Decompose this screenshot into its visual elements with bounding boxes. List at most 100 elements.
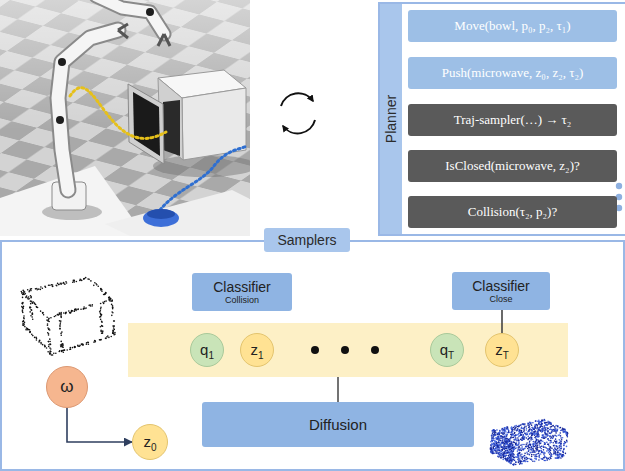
cloud-point bbox=[498, 433, 500, 435]
cloud-point bbox=[544, 452, 546, 454]
cloud-point bbox=[518, 440, 520, 442]
cloud-point bbox=[42, 312, 44, 314]
cloud-point bbox=[520, 434, 522, 436]
cloud-point bbox=[527, 461, 529, 463]
cloud-point bbox=[555, 425, 557, 427]
cloud-point bbox=[107, 335, 109, 337]
cloud-point bbox=[536, 439, 538, 441]
cloud-point bbox=[492, 452, 494, 454]
cloud-point bbox=[522, 458, 524, 460]
cloud-point bbox=[504, 439, 506, 441]
cloud-point bbox=[506, 458, 508, 460]
cloud-point bbox=[541, 437, 543, 439]
cloud-point bbox=[517, 458, 519, 460]
cloud-point bbox=[538, 435, 540, 437]
cloud-point bbox=[517, 452, 519, 454]
cloud-point bbox=[519, 432, 521, 434]
cloud-point bbox=[495, 444, 497, 446]
cloud-point bbox=[29, 331, 31, 333]
cloud-point bbox=[551, 448, 553, 450]
cloud-point bbox=[66, 282, 68, 284]
cloud-point bbox=[566, 441, 568, 443]
cloud-point bbox=[505, 450, 507, 452]
cloud-point bbox=[498, 440, 500, 442]
cloud-point bbox=[564, 429, 566, 431]
cloud-point bbox=[48, 333, 50, 335]
cloud-point bbox=[510, 463, 512, 465]
connector bbox=[501, 310, 503, 333]
cloud-point bbox=[71, 310, 73, 312]
cloud-point bbox=[532, 430, 534, 432]
cloud-point bbox=[506, 452, 508, 454]
cloud-point bbox=[512, 433, 514, 435]
cloud-point bbox=[90, 280, 92, 282]
planner-panel: PlannerMove(bowl, p₀, p₂, τ₁)Push(microw… bbox=[378, 2, 625, 236]
cloud-point bbox=[546, 457, 548, 459]
cloud-point bbox=[521, 430, 523, 432]
cloud-point bbox=[523, 460, 525, 462]
cloud-point bbox=[25, 297, 27, 299]
cloud-point bbox=[112, 306, 114, 308]
cloud-point bbox=[510, 444, 512, 446]
cloud-point bbox=[518, 447, 520, 449]
cloud-point bbox=[513, 456, 515, 458]
cloud-point bbox=[503, 443, 505, 445]
cloud-point bbox=[21, 303, 23, 305]
cloud-point bbox=[562, 456, 564, 458]
cloud-point bbox=[75, 308, 77, 310]
cloud-point bbox=[537, 436, 539, 438]
cloud-point bbox=[541, 451, 543, 453]
cloud-point bbox=[515, 456, 517, 458]
cloud-point bbox=[541, 419, 543, 421]
cloud-point bbox=[542, 445, 544, 447]
cloud-point bbox=[540, 440, 542, 442]
cloud-point bbox=[545, 443, 547, 445]
cloud-point bbox=[65, 312, 67, 314]
cloud-point bbox=[499, 450, 501, 452]
cloud-point bbox=[48, 318, 50, 320]
cloud-point bbox=[494, 440, 496, 442]
cloud-point bbox=[538, 450, 540, 452]
cloud-point bbox=[100, 307, 102, 309]
cloud-point bbox=[493, 443, 495, 445]
cloud-point bbox=[30, 315, 32, 317]
cloud-point bbox=[49, 353, 51, 355]
cloud-point bbox=[110, 298, 112, 300]
cloud-point bbox=[525, 434, 527, 436]
cloud-point bbox=[538, 450, 540, 452]
cloud-point bbox=[23, 294, 25, 296]
cloud-point bbox=[29, 331, 31, 333]
cloud-point bbox=[490, 448, 492, 450]
cloud-point bbox=[492, 444, 494, 446]
cloud-point bbox=[23, 321, 25, 323]
cloud-point bbox=[526, 445, 528, 447]
cloud-point bbox=[504, 427, 506, 429]
cloud-point bbox=[550, 440, 552, 442]
cloud-point bbox=[523, 439, 525, 441]
cloud-point bbox=[31, 316, 33, 318]
cloud-point bbox=[512, 434, 514, 436]
cloud-point bbox=[550, 455, 552, 457]
cloud-point bbox=[531, 449, 533, 451]
cloud-point bbox=[536, 424, 538, 426]
cloud-point bbox=[567, 432, 569, 434]
cloud-point bbox=[531, 459, 533, 461]
cloud-point bbox=[108, 337, 110, 339]
cloud-point bbox=[506, 449, 508, 451]
cloud-point bbox=[533, 443, 535, 445]
cloud-point bbox=[530, 444, 532, 446]
cloud-point bbox=[528, 427, 530, 429]
cloud-point bbox=[58, 284, 60, 286]
cloud-point bbox=[508, 440, 510, 442]
cloud-point bbox=[30, 290, 32, 292]
cloud-point bbox=[524, 453, 526, 455]
cloud-point bbox=[522, 423, 524, 425]
cloud-point bbox=[530, 436, 532, 438]
cloud-point bbox=[550, 422, 552, 424]
cloud-point bbox=[22, 310, 24, 312]
cloud-point bbox=[533, 454, 535, 456]
cloud-point bbox=[59, 326, 61, 328]
cloud-point bbox=[112, 325, 114, 327]
floor-haze bbox=[0, 0, 250, 236]
